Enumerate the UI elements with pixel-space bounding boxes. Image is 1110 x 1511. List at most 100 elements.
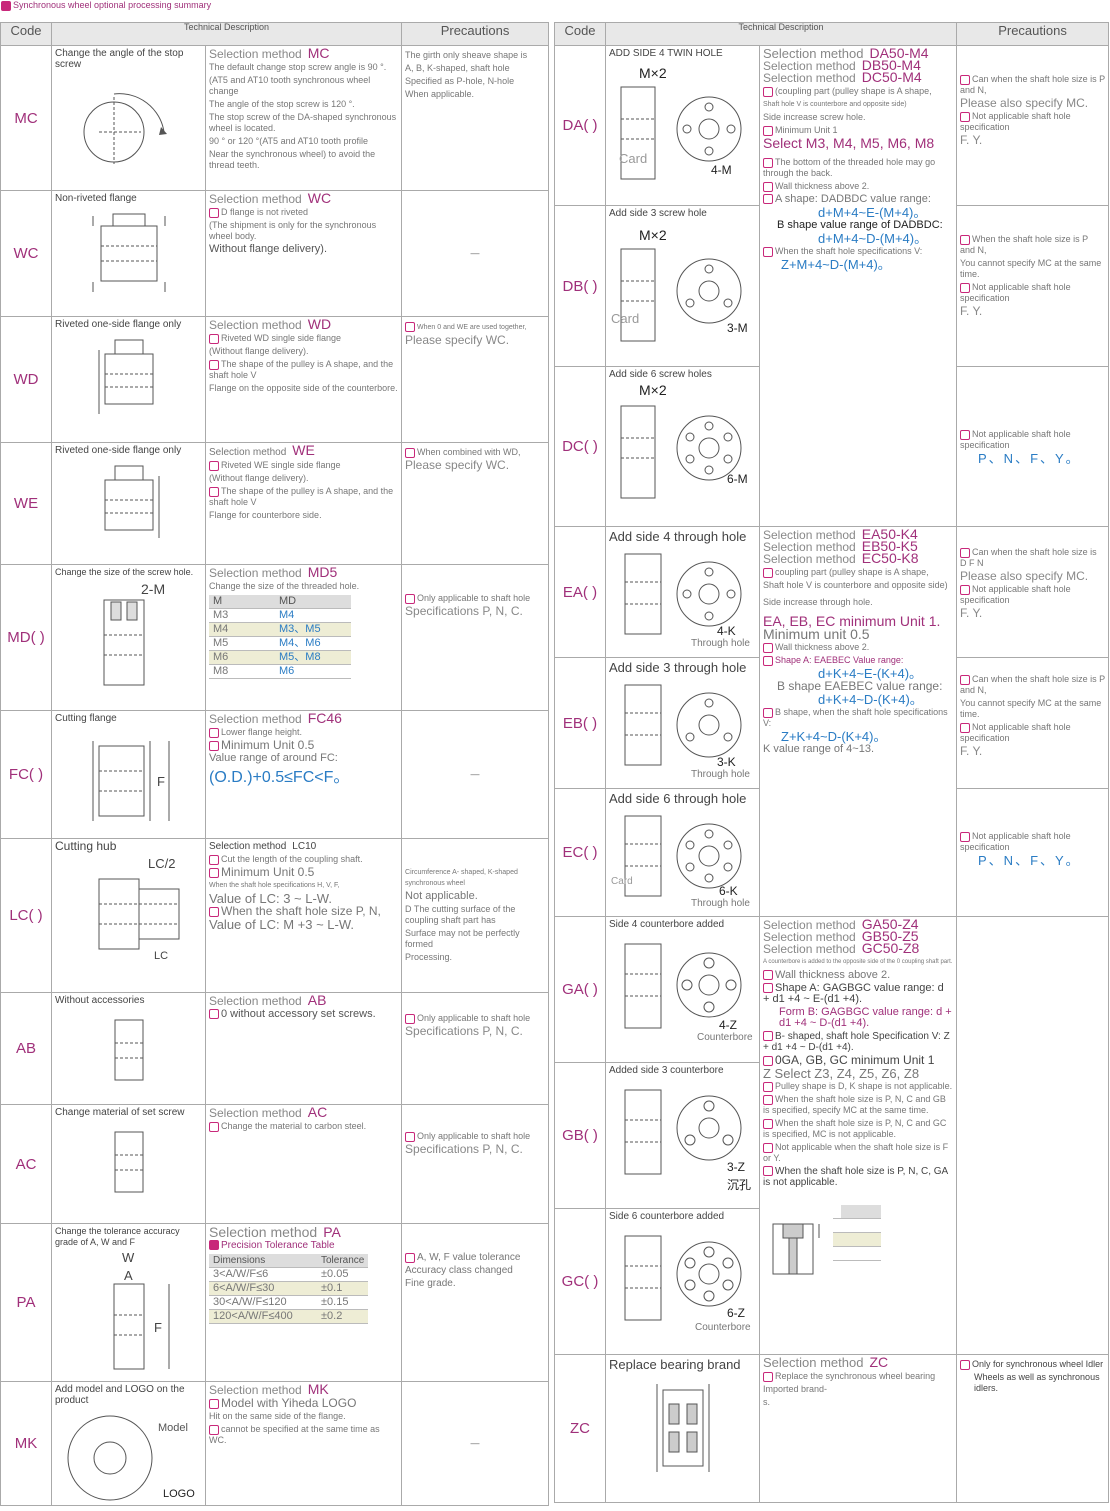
sel-line-text: Not applicable when the shaft hole size … <box>763 1142 949 1163</box>
desc-cell: ADD SIDE 4 TWIN HOLE M×2 Card 4-M <box>605 45 760 206</box>
table-cell: ±0.1 <box>317 1281 369 1296</box>
selection-code: PA <box>323 1224 341 1240</box>
sel-line-text: The shape of the pulley is A shape, and … <box>209 359 394 380</box>
pulley-flange-diagram <box>98 339 153 414</box>
prec-text: Only applicable to shaft hole <box>417 1131 531 1141</box>
table-cell <box>857 1232 865 1247</box>
counterbore-diagram: 4-Z Counterbore <box>609 930 757 1048</box>
precaution-cell: Only for synchronous wheel Idler Wheels … <box>956 1354 1110 1503</box>
sel-line-text: When the shaft hole size P, N, <box>221 904 381 918</box>
table-cell: 30<A/W/F≤120 <box>209 1295 317 1310</box>
desc-cell: Add side 6 through hole Card 6-K Through… <box>605 788 760 917</box>
code-cell: DB( ) <box>554 205 606 367</box>
desc-cell: Add side 3 through hole 3-K Through hole <box>605 657 760 789</box>
prec-text: When 0 and WE are used together, <box>417 324 527 331</box>
precaution-cell: A, W, F value tolerance Accuracy class c… <box>401 1223 550 1382</box>
sel-line: The angle of the stop screw is 120 °. <box>209 99 355 109</box>
selection-label: Selection method <box>763 46 864 61</box>
sel-line: B shape value range of DADBDC: <box>777 219 943 231</box>
code-cell: GA( ) <box>554 916 606 1063</box>
table-head: MD <box>275 595 351 609</box>
warning-icon <box>763 86 773 97</box>
through-hole-label: Through hole <box>691 898 750 909</box>
sel-line: Wall thickness above 2. <box>763 181 953 192</box>
code-cell: DA( ) <box>554 45 606 206</box>
sel-line: Riveted WD single side flange <box>209 333 398 344</box>
prec-line: When applicable. <box>405 89 475 99</box>
sel-line: coupling part (pulley shape is A shape, <box>763 567 953 578</box>
warning-icon <box>209 1009 219 1020</box>
table-cell: ±0.2 <box>317 1309 369 1324</box>
svg-text:2-M: 2-M <box>141 581 165 597</box>
prec-line: Not applicable shaft hole specification <box>960 722 1105 744</box>
prec-text: Not applicable shaft hole specification <box>960 429 1071 450</box>
table-head: Tolerance <box>317 1254 369 1268</box>
selection-code: EB50-K5 <box>861 538 918 554</box>
pulley-and-face-drawing <box>620 405 742 499</box>
prec-line: Not applicable shaft hole specification <box>960 429 1105 451</box>
desc-text: Non-riveted flange <box>55 193 137 204</box>
sel-line: D flange is not riveted <box>209 207 398 218</box>
warning-icon <box>763 655 773 666</box>
warning-icon <box>763 194 773 205</box>
sel-line: K value range of 4~13. <box>763 743 874 755</box>
pulley-front-diagram <box>114 1019 143 1081</box>
prec-line: Not applicable shaft hole specification <box>960 111 1105 133</box>
desc-text: Add side 3 through hole <box>609 660 747 675</box>
table-cell: M3、M5 <box>275 622 351 637</box>
prec-text: Can when the shaft hole size is D F N <box>960 547 1097 568</box>
title-marker-icon <box>1 0 11 11</box>
code-cell: WC <box>0 190 52 317</box>
code-cell: FC( ) <box>0 710 52 839</box>
sel-line: B- shaped, shaft hole Specification V: Z… <box>763 1031 953 1053</box>
prec-line: When 0 and WE are used together, <box>405 321 545 333</box>
desc-cell: Cutting hub LC/2 LC <box>51 838 206 993</box>
warning-icon <box>209 1240 219 1251</box>
selection-code: GB50-Z5 <box>861 928 919 944</box>
sel-line: When the shaft hole size is P, N, C and … <box>763 1118 953 1140</box>
prec-line: F. Y. <box>960 606 983 620</box>
row-ac: AC Change material of set screw Selectio… <box>0 1104 550 1224</box>
prec-line: Only applicable to shaft hole <box>405 1131 545 1142</box>
row-db: DB( ) Add side 3 screw hole M×2 Card 3-M… <box>554 205 1110 367</box>
prec-line: Not applicable. <box>405 890 478 902</box>
sel-line: B shape, when the shaft hole specificati… <box>763 707 953 729</box>
sel-line: EA, EB, EC minimum Unit 1. <box>763 613 941 629</box>
table-cell <box>857 1218 865 1233</box>
warning-icon <box>960 547 971 558</box>
sel-line: A shape: DADBDC value range: <box>763 194 953 205</box>
prec-line: Only applicable to shaft hole <box>405 1013 545 1024</box>
prec-line: Can when the shaft hole size is D F N <box>960 547 1105 569</box>
selection-code: FC46 <box>307 710 342 726</box>
desc-text: Without accessories <box>55 995 145 1006</box>
sel-line: B shape EAEBEC value range: <box>777 679 943 693</box>
sel-line: The bottom of the threaded hole may go t… <box>763 157 953 179</box>
sel-line: Replace the synchronous wheel bearing <box>763 1371 953 1382</box>
sel-line: Select M3, M4, M5, M6, M8 <box>763 135 935 151</box>
svg-text:W: W <box>122 1250 135 1265</box>
prec-text: Can when the shaft hole size is P and N, <box>960 74 1105 95</box>
sel-line: Minimum Unit 0.5 <box>209 866 398 878</box>
prec-line: Not applicable shaft hole specification <box>960 831 1105 853</box>
prec-text: When combined with WD, <box>417 447 521 457</box>
prec-line: You cannot specify MC at the same time. <box>960 258 1102 279</box>
warning-icon <box>960 74 971 85</box>
sel-line: (Without flange delivery). <box>209 473 309 483</box>
table-cell: M5 <box>209 636 275 651</box>
counterbore-spec-table <box>833 1205 881 1261</box>
prec-line: Specifications P, N, C. <box>405 1142 523 1156</box>
desc-text: Cutting hub <box>55 839 117 853</box>
through-hole-label: Through hole <box>691 638 750 649</box>
row-da: DA( ) ADD SIDE 4 TWIN HOLE M×2 Card 4-M <box>554 45 1110 527</box>
warning-icon <box>960 234 971 245</box>
sel-line-text: When the shaft hole specifications V: <box>775 246 923 256</box>
precaution-cell: When combined with WD, Please specify WC… <box>401 442 550 565</box>
code-cell: GC( ) <box>554 1208 606 1355</box>
table-cell <box>833 1232 841 1247</box>
table-cell <box>865 1246 873 1261</box>
precaution-cell: Can when the shaft hole size is P and N,… <box>956 45 1110 206</box>
